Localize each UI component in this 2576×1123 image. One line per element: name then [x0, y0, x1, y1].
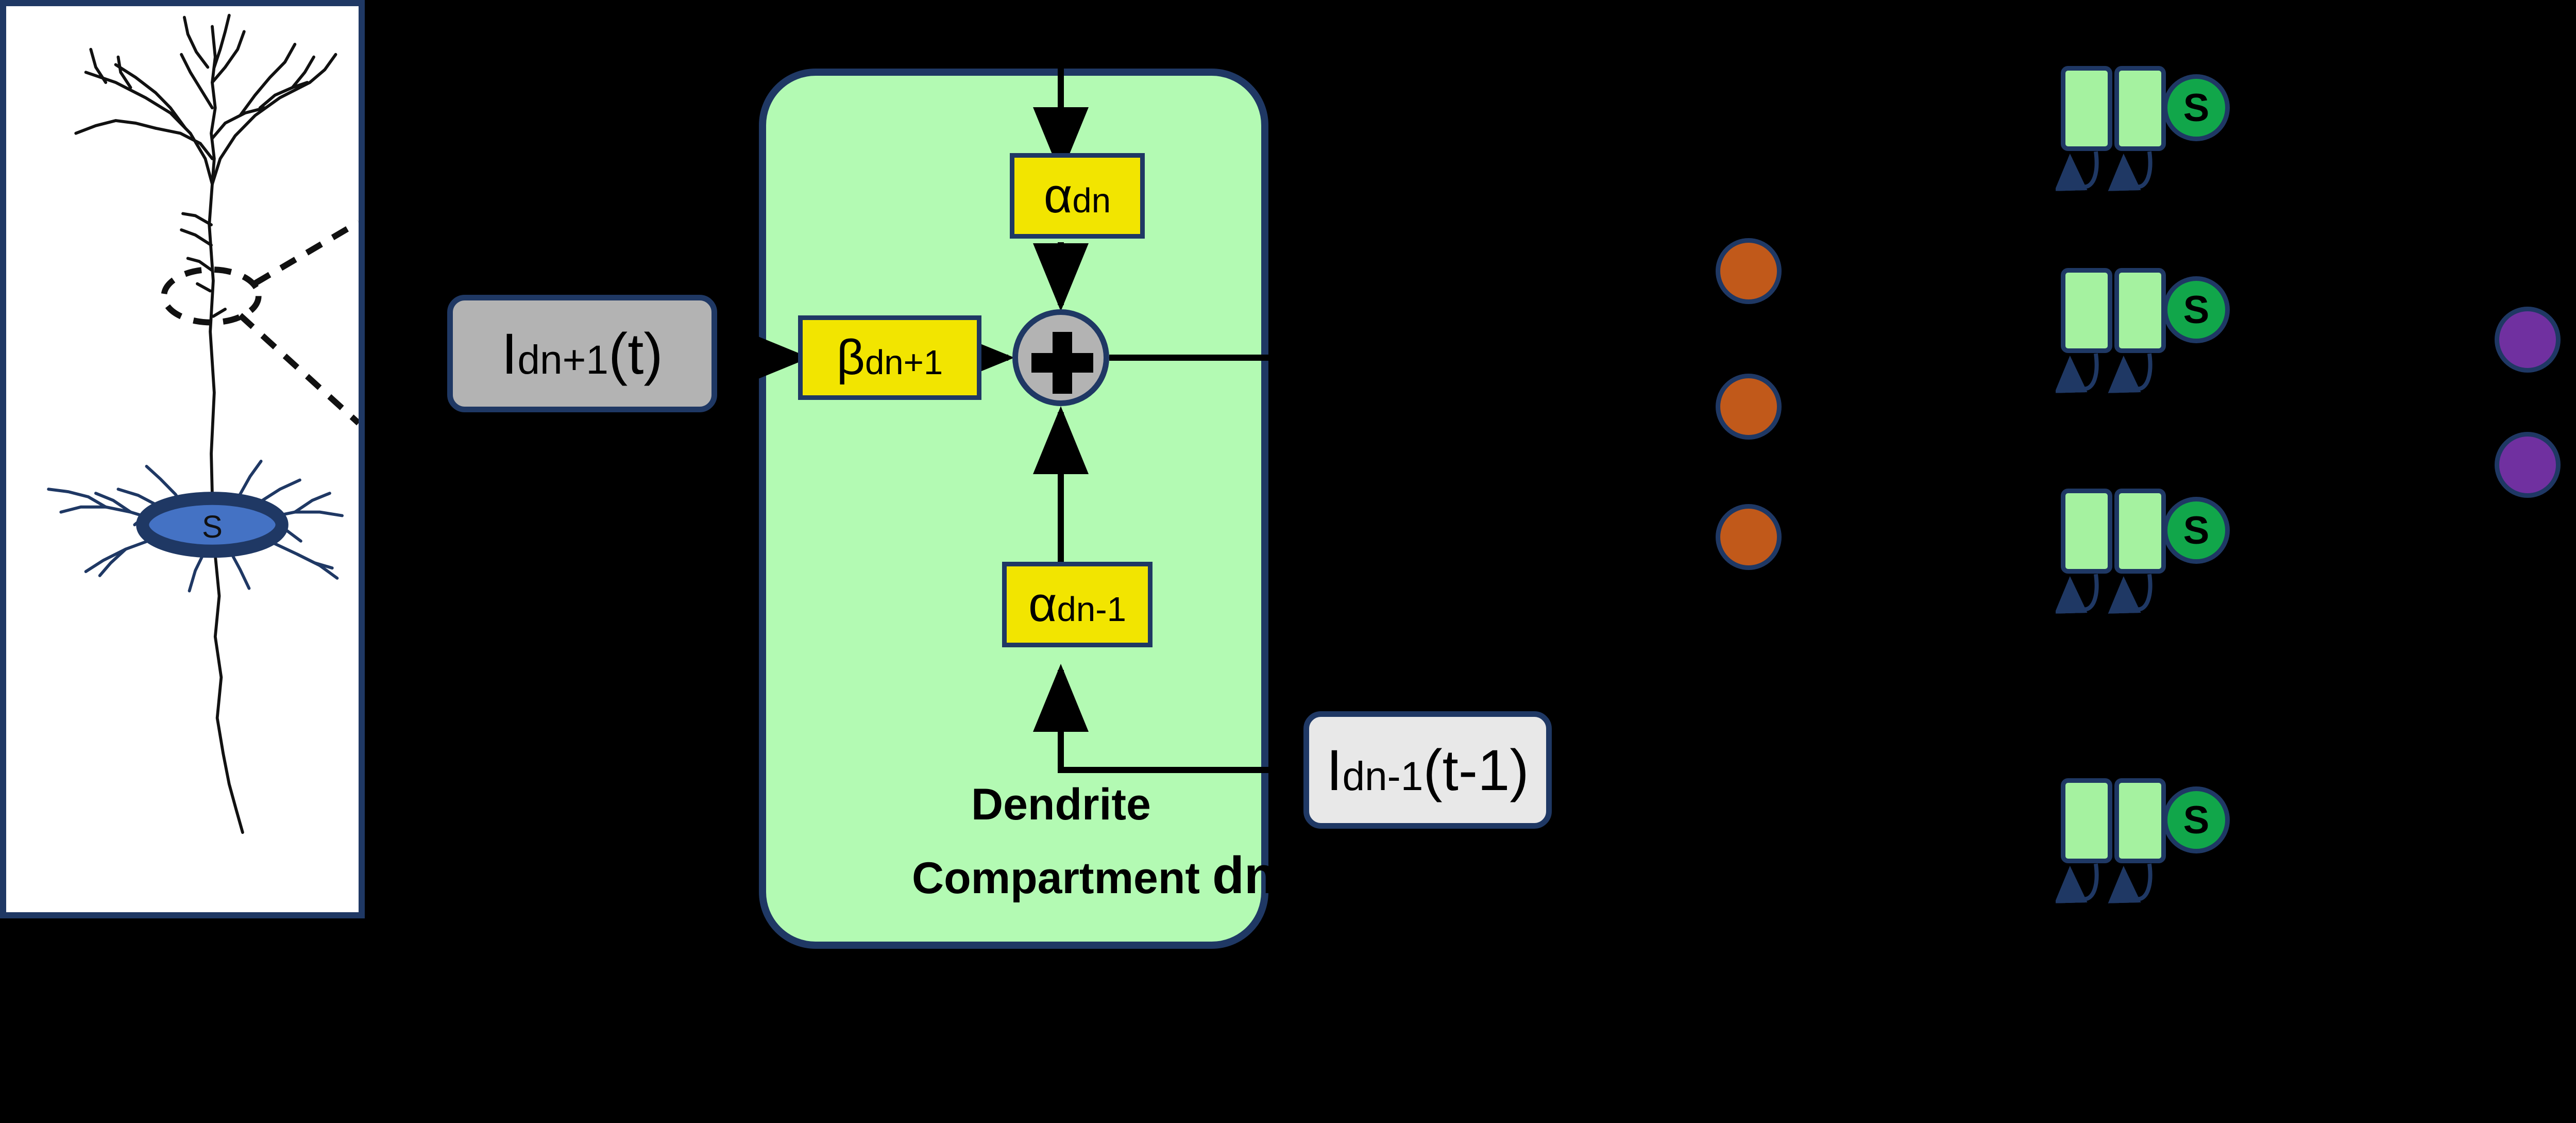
dendrite-compartment-1 [2061, 489, 2112, 574]
soma-ellipse [136, 492, 289, 558]
orange-neuron-1 [1716, 238, 1782, 304]
soma-node: S [2163, 74, 2230, 141]
purple-neuron-2 [2495, 432, 2561, 498]
input-current-label: Idn+1(t) [501, 321, 663, 386]
orange-neuron-2 [1716, 374, 1782, 440]
recurrent-loops [2056, 353, 2153, 393]
dendrite-compartment-1 [2061, 268, 2112, 353]
summation-node [1012, 309, 1109, 406]
neuron-morphology-panel: S [0, 0, 365, 918]
alpha-dn-minus-1-label: αdn-1 [1028, 577, 1126, 632]
dendrite-compartment-2 [2114, 489, 2166, 574]
soma-node: S [2163, 276, 2230, 343]
feedback-current-box: Idn-1(t-1) [1303, 711, 1552, 829]
recurrent-loops [2056, 151, 2153, 191]
recurrent-loops [2056, 574, 2153, 614]
dendrite-compartment-1 [2061, 66, 2112, 151]
beta-label: βdn+1 [836, 330, 943, 385]
dendrite-compartment-2 [2114, 778, 2166, 863]
orange-neuron-3 [1716, 504, 1782, 570]
alpha-dn-box: αdn [1010, 153, 1145, 239]
beta-gain-box: βdn+1 [798, 315, 981, 400]
recurrent-loops [2056, 863, 2153, 903]
plus-vertical-bar [1053, 332, 1072, 394]
feedback-current-label: Idn-1(t-1) [1326, 738, 1529, 802]
dendrite-compartment-2 [2114, 66, 2166, 151]
card-title-line2: Compartment dn [912, 846, 1276, 904]
alpha-dn-minus-1-box: αdn-1 [1002, 562, 1153, 647]
input-current-box: Idn+1(t) [447, 295, 717, 412]
dendrite-compartment-1 [2061, 778, 2112, 863]
card-title-line1: Dendrite [971, 780, 1151, 829]
soma-node: S [2163, 497, 2230, 564]
dendrite-compartment-2 [2114, 268, 2166, 353]
alpha-dn-label: αdn [1043, 168, 1111, 223]
purple-neuron-1 [2495, 307, 2561, 373]
soma-node: S [2163, 786, 2230, 853]
soma-label: S [202, 509, 223, 544]
pyramidal-neuron-drawing: S [47, 13, 359, 834]
